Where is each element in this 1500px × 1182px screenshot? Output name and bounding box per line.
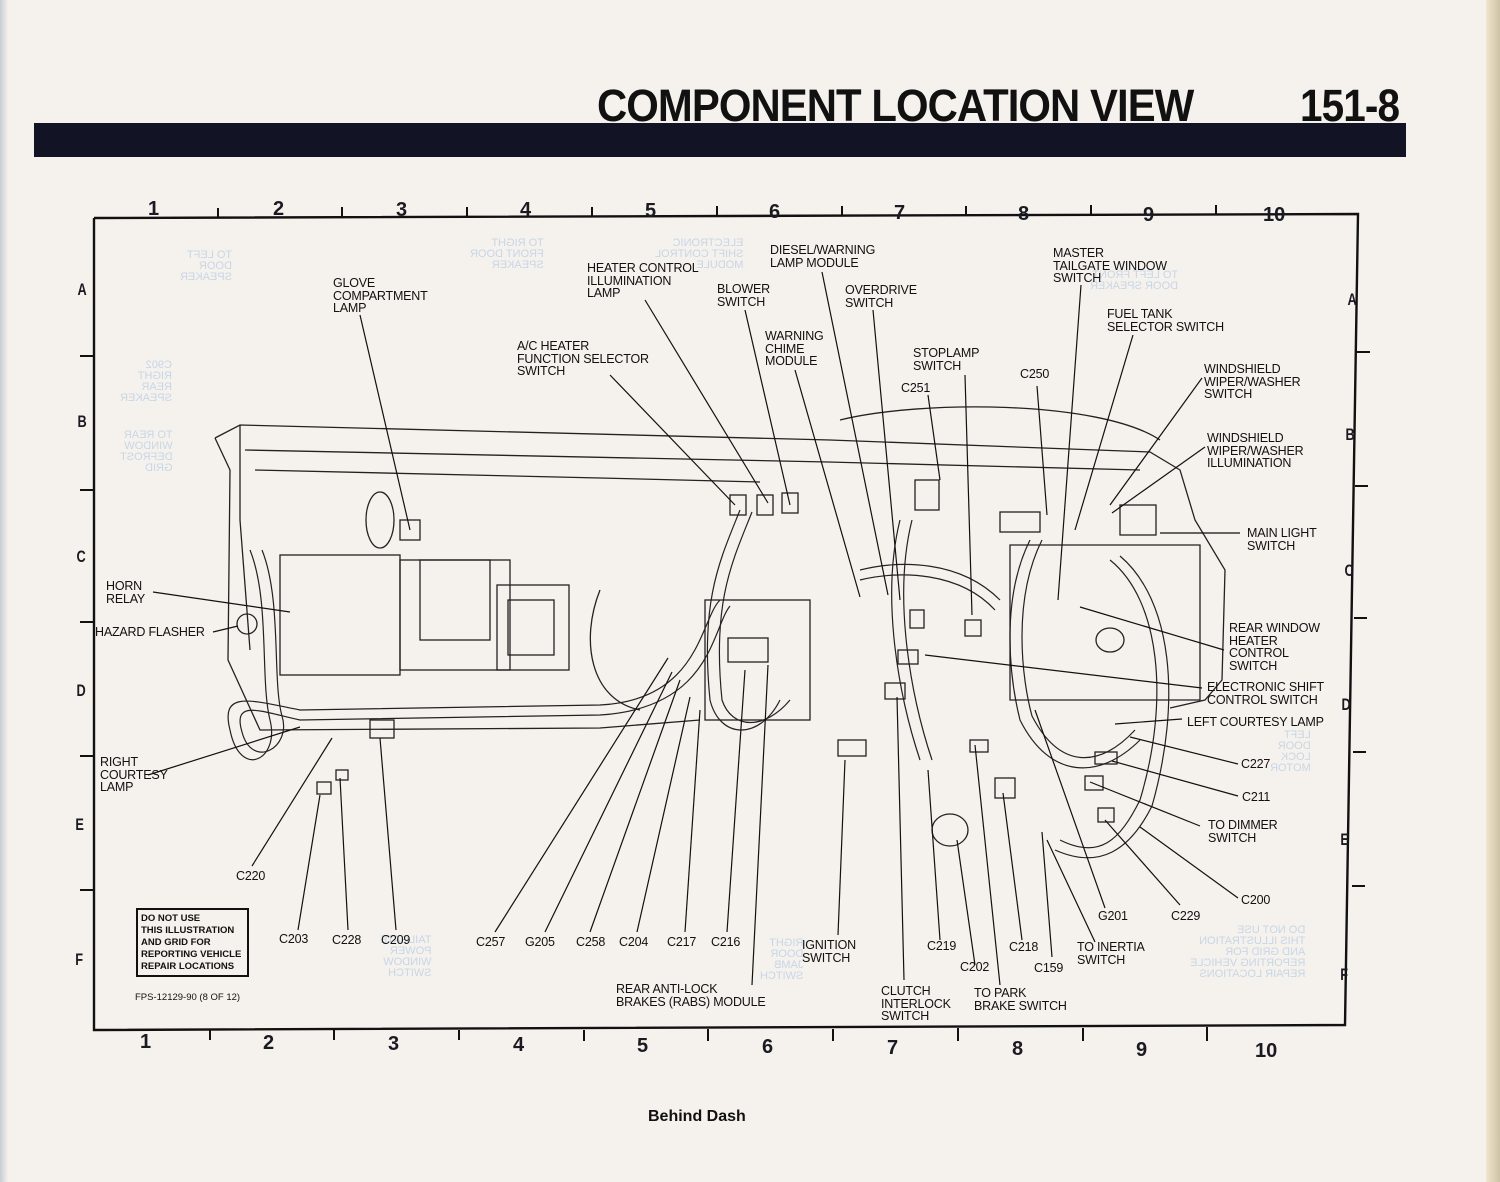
callout-c211: C211 [1242,790,1271,804]
callout-fuel-tank-selector-switch: FUEL TANK SELECTOR SWITCH [1107,307,1224,334]
grid-column-8-bottom: 8 [1012,1038,1024,1060]
grid-row-d: D [76,681,86,700]
grid-row-d-right: D [1341,695,1351,714]
callout-windshield-wiper-washer-illumination: WINDSHIELD WIPER/WASHER ILLUMINATION [1207,431,1304,470]
grid-column-9-bottom: 9 [1136,1039,1148,1061]
callout-stoplamp-switch: STOPLAMP SWITCH [913,346,980,373]
leader-lines [147,271,1240,986]
callout-c218: C218 [1009,940,1039,954]
wire-harness [227,509,1170,859]
grid-row-b: B [77,412,87,431]
grid-row-c: C [76,547,86,566]
figure-code: FPS-12129-90 (8 OF 12) [135,992,241,1003]
callout-to-park-brake-switch: TO PARK BRAKE SWITCH [974,986,1067,1013]
figure-caption: Behind Dash [648,1108,746,1125]
callout-c250: C250 [1020,367,1050,381]
grid-column-7-bottom: 7 [887,1037,899,1059]
callout-c200: C200 [1241,893,1271,907]
page-binding-shadow [0,0,8,1182]
grid-row-e-right: E [1340,830,1349,849]
grid-column-7: 7 [894,202,906,224]
callout-overdrive-switch: OVERDRIVE SWITCH [845,283,917,310]
grid-row-a-right: A [1347,290,1357,309]
grid-row-f: F [75,950,84,969]
page-title: COMPONENT LOCATION VIEW [597,80,1194,131]
page-stack-edge [1486,0,1500,1182]
callout-c227: C227 [1241,757,1271,771]
grid-row-b-right: B [1345,425,1355,444]
grid-row-a: A [77,280,87,299]
grid-ticks [80,205,1370,1041]
callout-master-tailgate-window-switch: MASTER TAILGATE WINDOW SWITCH [1053,246,1167,285]
callout-c216: C216 [711,935,741,949]
grid-column-6-bottom: 6 [762,1036,774,1058]
callout-c202: C202 [960,960,990,974]
page-number: 151-8 [1300,80,1400,131]
callout-right-courtesy-lamp: RIGHT COURTESY LAMP [100,755,168,794]
callout-c229: C229 [1171,909,1201,923]
callout-horn-relay: HORN RELAY [106,579,146,606]
callout-rear-window-heater-control-switch: REAR WINDOW HEATER CONTROL SWITCH [1229,621,1320,673]
callout-hazard-flasher: HAZARD FLASHER [95,625,205,639]
title-rule-bar [34,123,1406,157]
callout-c228: C228 [332,933,362,947]
grid-row-e: E [75,815,84,834]
grid-column-3-bottom: 3 [388,1033,400,1055]
grid-column-4-bottom: 4 [513,1034,525,1056]
grid-column-5: 5 [645,200,657,222]
callout-windshield-wiper-washer-switch: WINDSHIELD WIPER/WASHER SWITCH [1204,362,1301,401]
callout-main-light-switch: MAIN LIGHT SWITCH [1247,526,1317,553]
callout-to-dimmer-switch: TO DIMMER SWITCH [1208,818,1278,845]
callout-ignition-switch: IGNITION SWITCH [802,938,856,965]
grid-column-9: 9 [1143,204,1155,226]
callout-clutch-interlock-switch: CLUTCH INTERLOCK SWITCH [881,984,951,1023]
grid-column-10: 10 [1263,204,1286,226]
callout-c203: C203 [279,932,309,946]
callout-rear-anti-lock-brakes-module: REAR ANTI-LOCK BRAKES (RABS) MODULE [616,982,766,1009]
callout-g201: G201 [1098,909,1128,923]
callout-blower-switch: BLOWER SWITCH [717,282,770,309]
grid-column-3: 3 [396,199,408,221]
grid-column-2: 2 [273,198,285,220]
callout-c159: C159 [1034,961,1064,975]
callout-heater-control-illumination-lamp: HEATER CONTROL ILLUMINATION LAMP [587,261,699,300]
callout-c257: C257 [476,935,506,949]
callout-c258: C258 [576,935,606,949]
callout-to-inertia-switch: TO INERTIA SWITCH [1077,940,1145,967]
grid-column-5-bottom: 5 [637,1035,649,1057]
callout-electronic-shift-control-switch: ELECTRONIC SHIFT CONTROL SWITCH [1207,680,1324,707]
grid-column-6: 6 [769,201,781,223]
callout-c251: C251 [901,381,931,395]
callout-diesel-warning-lamp-module: DIESEL/WARNING LAMP MODULE [770,243,876,270]
callout-c220: C220 [236,869,266,883]
repair-location-notice: DO NOT USE THIS ILLUSTRATION AND GRID FO… [136,908,249,977]
callout-c219: C219 [927,939,957,953]
grid-row-c-right: C [1344,561,1354,580]
callout-c217: C217 [667,935,697,949]
callout-c209: C209 [381,933,411,947]
callout-c204: C204 [619,935,649,949]
grid-column-10-bottom: 10 [1255,1040,1278,1062]
grid-frame [92,212,1360,1032]
grid-column-2-bottom: 2 [263,1032,275,1054]
callout-left-courtesy-lamp: LEFT COURTESY LAMP [1187,715,1324,729]
callout-ac-heater-function-selector-switch: A/C HEATER FUNCTION SELECTOR SWITCH [517,339,649,378]
grid-column-1-bottom: 1 [140,1031,152,1053]
grid-column-1: 1 [148,198,160,220]
callout-warning-chime-module: WARNING CHIME MODULE [765,329,824,368]
callout-glove-compartment-lamp: GLOVE COMPARTMENT LAMP [333,276,428,315]
callout-g205: G205 [525,935,555,949]
grid-column-4: 4 [520,199,532,221]
grid-column-8: 8 [1018,203,1030,225]
grid-row-f-right: F [1340,965,1349,984]
